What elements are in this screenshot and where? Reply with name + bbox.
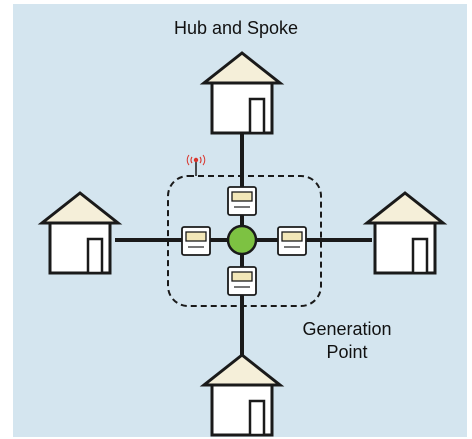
- generation-point-label: Generation Point: [282, 318, 412, 364]
- house-icon-top: [202, 51, 282, 135]
- antenna-icon: [186, 154, 206, 176]
- meter-icon-left: [181, 226, 211, 256]
- meter-icon-right: [277, 226, 307, 256]
- house-icon-left: [40, 191, 120, 275]
- meter-icon-top: [227, 186, 257, 216]
- generation-boundary: [167, 175, 322, 307]
- meter-icon-bottom: [227, 266, 257, 296]
- generation-label-line1: Generation: [302, 319, 392, 339]
- generation-point-hub: [226, 224, 258, 256]
- generation-label-line2: Point: [326, 342, 368, 362]
- diagram-title: Hub and Spoke: [173, 18, 299, 38]
- house-icon-right: [365, 191, 445, 275]
- house-icon-bottom: [202, 353, 282, 437]
